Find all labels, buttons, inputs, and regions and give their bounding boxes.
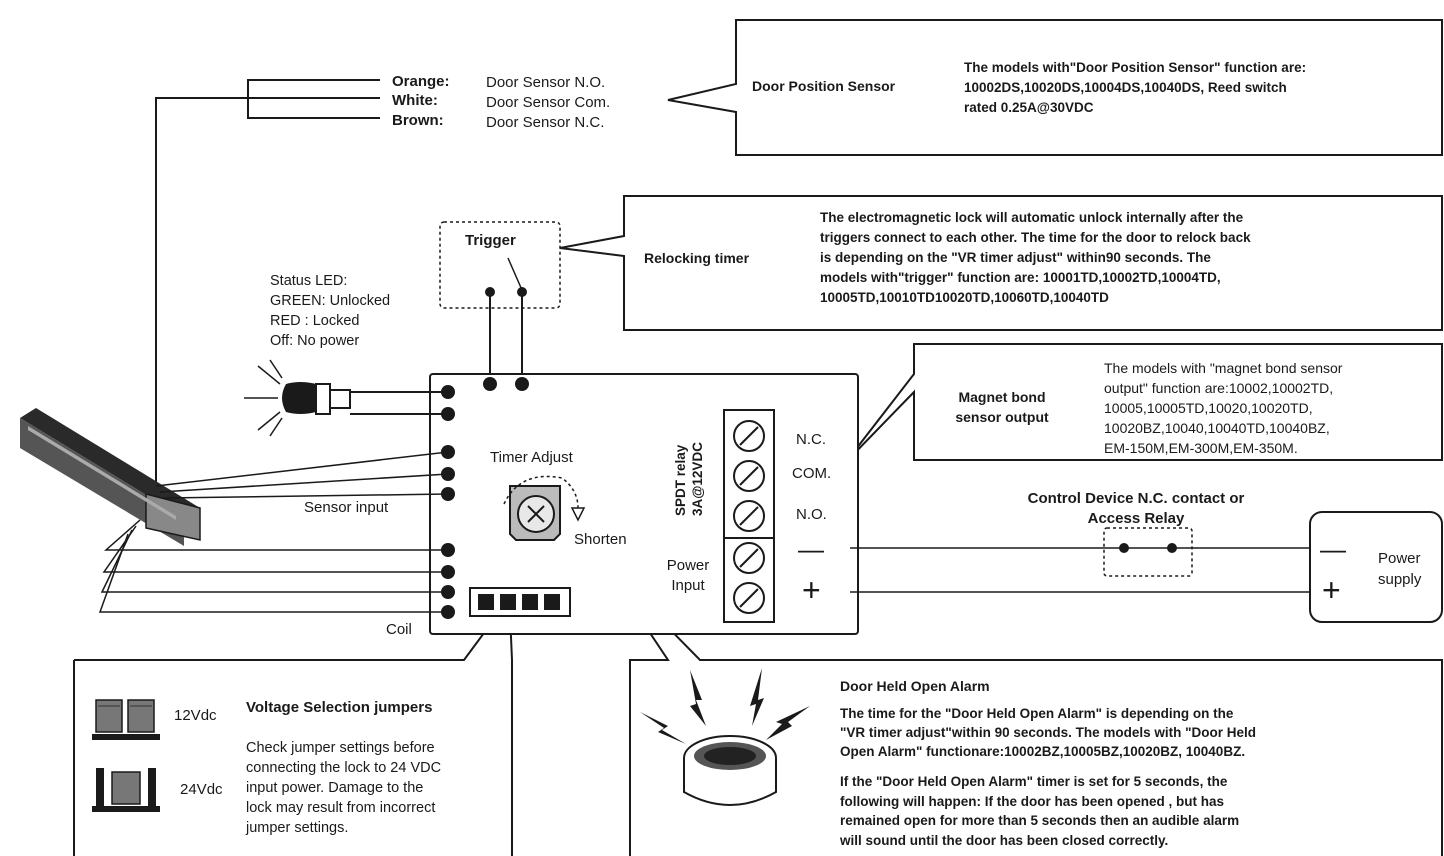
timer-adjust-label: Timer Adjust <box>490 449 573 466</box>
maglock <box>20 408 201 546</box>
wire-color-brown: Brown: <box>392 112 444 129</box>
magnet-bond-title: Magnet bond sensor output <box>955 389 1049 425</box>
magnet-bond-callout <box>845 343 1443 463</box>
wire-color-orange: Orange: <box>392 73 450 90</box>
relocking-timer-callout <box>559 195 1443 331</box>
jumper-24v-icon <box>92 768 160 812</box>
left-terminals <box>441 385 455 619</box>
door-sensor-com: Door Sensor Com. <box>486 94 611 111</box>
relay-com-label: COM. <box>792 465 832 482</box>
voltage-24v-label: 24Vdc <box>180 781 223 798</box>
status-led-legend: Status LED: GREEN: Unlocked RED : Locked… <box>270 273 391 349</box>
voltage-12v-label: 12Vdc <box>174 707 217 724</box>
door-sensor-wires <box>155 79 380 486</box>
status-led <box>244 359 448 437</box>
sensor-input-label: Sensor input <box>304 499 389 516</box>
power-supply-plus: + <box>1322 572 1341 608</box>
door-held-open-para1: The time for the "Door Held Open Alarm" … <box>840 706 1257 759</box>
power-input-label: Power Input <box>666 557 710 594</box>
access-relay-box <box>1103 527 1193 577</box>
jumper-block <box>469 587 571 617</box>
relay-no-label: N.O. <box>796 506 827 523</box>
timer-adjust-pot <box>503 475 586 541</box>
door-position-sensor-title: Door Position Sensor <box>752 78 896 94</box>
power-supply-label: Power supply <box>1378 550 1422 588</box>
door-sensor-no: Door Sensor N.O. <box>486 74 606 91</box>
spdt-relay-label: SPDT relay 3A@12VDC <box>673 442 705 516</box>
board-minus-label: — <box>798 534 824 564</box>
control-device-label: Control Device N.C. contact or Access Re… <box>1027 490 1245 527</box>
jumper-12v-icon <box>92 699 160 740</box>
coil-label: Coil <box>386 621 412 638</box>
trigger-box <box>439 221 561 309</box>
door-held-open-title: Door Held Open Alarm <box>840 678 990 694</box>
maglock-wires <box>98 451 449 613</box>
wire-color-white: White: <box>392 92 438 109</box>
voltage-selection-title: Voltage Selection jumpers <box>246 699 433 716</box>
buzzer-icon <box>640 668 810 806</box>
door-sensor-nc: Door Sensor N.C. <box>486 114 605 131</box>
terminal-block <box>723 409 775 623</box>
shorten-label: Shorten <box>574 531 627 548</box>
relay-nc-label: N.C. <box>796 431 826 448</box>
power-supply-minus: — <box>1320 534 1346 564</box>
door-position-sensor-text: The models with"Door Position Sensor" fu… <box>964 60 1307 115</box>
magnet-bond-text: The models with "magnet bond sensor outp… <box>1104 360 1343 456</box>
board-plus-label: + <box>802 572 821 608</box>
trigger-label: Trigger <box>465 232 516 249</box>
relocking-timer-title: Relocking timer <box>644 250 750 266</box>
voltage-selection-text: Check jumper settings before connecting … <box>246 740 442 836</box>
door-position-sensor-callout <box>667 19 1443 156</box>
relocking-timer-text: The electromagnetic lock will automatic … <box>820 210 1251 305</box>
power-supply-box <box>1309 511 1443 623</box>
door-held-open-para2: If the "Door Held Open Alarm" timer is s… <box>840 774 1240 848</box>
